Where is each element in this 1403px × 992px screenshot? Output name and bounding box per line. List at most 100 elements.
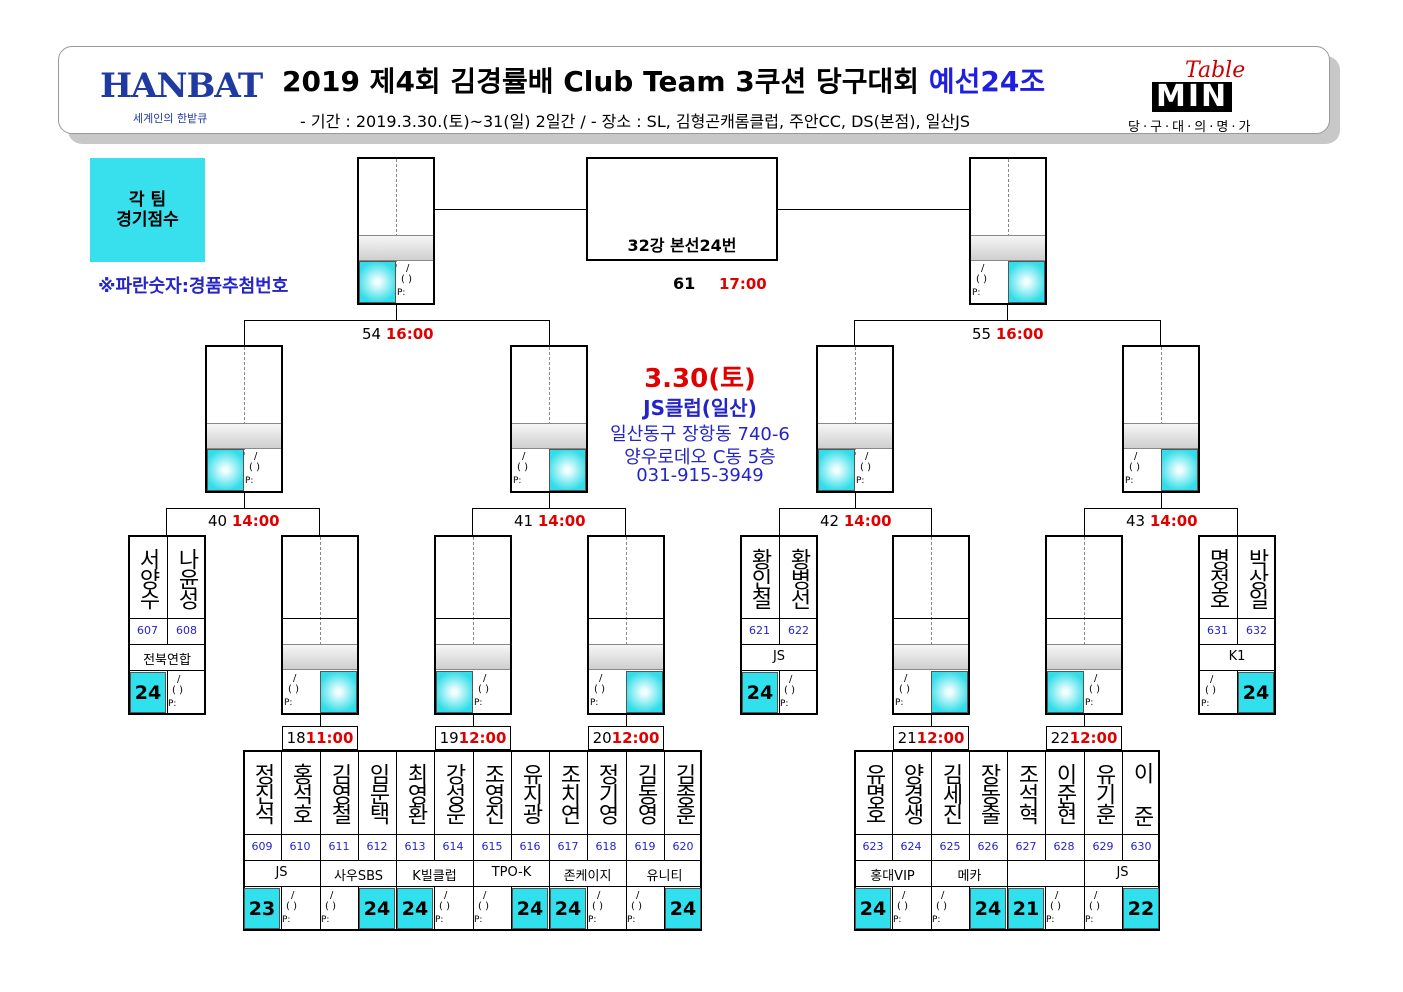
bracket-line <box>472 508 473 535</box>
bracket-line <box>435 209 586 210</box>
seeded-team-2-player-1: 황인철 <box>747 548 772 608</box>
quarter-game-num: 40 <box>208 512 228 530</box>
winner-slot-21-team-bar <box>894 644 968 670</box>
box-rule <box>1198 644 1276 645</box>
seeded-team-3-draw-1: 631 <box>1207 624 1228 637</box>
group-right-result-p: P: <box>1046 915 1055 925</box>
semi-game-55: 55 16:00 <box>972 325 1044 343</box>
hanbat-logo-sub: 세계인의 한밭큐 <box>133 112 208 125</box>
group-left-score: 24 <box>550 888 586 929</box>
quarter-4-result-p: P: <box>1125 476 1134 486</box>
legend-box: 각 팀 경기점수 <box>90 158 205 262</box>
group-left-player: 강성운 <box>441 763 466 823</box>
group-left-player: 김종훈 <box>671 763 696 823</box>
winner-slot-20-result-p: P: <box>590 698 599 708</box>
group-left-draw-number: 618 <box>595 840 617 853</box>
seeded-team-2-draw-1: 621 <box>749 624 770 637</box>
semi-game-54: 54 16:00 <box>362 325 434 343</box>
quarter-4-result-slash: / <box>1134 451 1138 462</box>
bracket-line <box>166 508 319 509</box>
group-left-player: 정진석 <box>250 763 275 823</box>
winner-slot-22-score-cell <box>1047 671 1084 713</box>
bracket-line <box>855 493 856 508</box>
quarter-4-team-bar <box>1124 423 1198 449</box>
group-left-result-slash: / <box>483 890 487 901</box>
table-rule <box>358 887 359 931</box>
quarter-1-result-slash: / <box>254 451 258 462</box>
group-left-draw-number: 609 <box>251 840 273 853</box>
quarter-2-team-bar <box>512 423 586 449</box>
table-rule <box>892 887 893 931</box>
seeded-team-1-result-slash: / <box>177 674 181 685</box>
group-left-team-name: 유니티 <box>646 869 683 884</box>
seeded-team-1-result-paren: ( ) <box>172 685 183 696</box>
group-left-player: 김영철 <box>327 763 352 823</box>
group-left-result-paren: ( ) <box>286 901 297 912</box>
winner-slot-22-divider <box>1084 537 1085 645</box>
group-left-result-slash: / <box>444 890 448 901</box>
seeded-team-3-player-1: 명정호 <box>1205 548 1230 608</box>
bracket-line <box>396 305 397 320</box>
table-rule <box>434 750 435 861</box>
seeded-team-2-draw-2: 622 <box>788 624 809 637</box>
group-left-player: 최영환 <box>403 763 428 823</box>
bracket-line <box>549 320 550 345</box>
table-rule <box>396 750 397 931</box>
winner-slot-20-result-slash: / <box>599 673 603 684</box>
quarter-2-score-cell <box>549 449 586 491</box>
table-rule <box>1122 750 1123 861</box>
group-left-draw-number: 619 <box>634 840 656 853</box>
quarter-1-result-p: P: <box>245 476 254 486</box>
winner-slot-20-team-bar <box>589 644 663 670</box>
group-right-score: 24 <box>970 888 1006 929</box>
box-rule <box>740 644 818 645</box>
table-rule <box>549 750 550 931</box>
table-rule <box>1122 887 1123 931</box>
table-rule <box>854 860 1160 861</box>
group-left-result-p: P: <box>588 915 597 925</box>
semi-left-result-slash: / <box>406 263 410 274</box>
group-right-player: 양경생 <box>899 763 924 823</box>
group-right-draw-number: 625 <box>939 840 961 853</box>
group-left-team-name: 존케이지 <box>563 869 612 884</box>
group-right-score: 21 <box>1008 888 1044 929</box>
group-left-draw-number: 616 <box>519 840 541 853</box>
group-right-draw-number: 623 <box>862 840 884 853</box>
group-left-draw-number: 617 <box>557 840 579 853</box>
quarter-game-num: 41 <box>514 512 534 530</box>
group-left-result-p: P: <box>627 915 636 925</box>
quarter-3-result-paren: ( ) <box>860 462 871 473</box>
box-rule <box>1198 618 1276 619</box>
legend-note: ※파란숫자:경품추첨번호 <box>98 276 289 297</box>
group-right-result-p: P: <box>1085 915 1094 925</box>
group-left-score: 23 <box>244 888 280 929</box>
quarter-3-result-slash: / <box>865 451 869 462</box>
table-rule <box>1045 887 1046 931</box>
group-left-player: 유지광 <box>518 763 543 823</box>
group-right-result-paren: ( ) <box>1089 901 1100 912</box>
first-round-game-time: 12:00 <box>611 729 660 747</box>
group-left-draw-number: 615 <box>481 840 503 853</box>
bracket-line <box>473 715 474 726</box>
bracket-line <box>626 715 627 726</box>
seeded-team-1-draw-1: 607 <box>137 624 158 637</box>
bracket-line <box>1084 508 1085 535</box>
group-right-draw-number: 628 <box>1053 840 1075 853</box>
quarter-game-number: 40 14:00 <box>208 512 280 530</box>
seeded-team-3-player-2: 박상일 <box>1244 548 1269 608</box>
group-left-result-p: P: <box>435 915 444 925</box>
group-left-result-p: P: <box>282 915 291 925</box>
group-left-result-slash: / <box>597 890 601 901</box>
group-left-draw-number: 614 <box>442 840 464 853</box>
quarter-2-result-p: P: <box>513 476 522 486</box>
winner-slot-21-divider <box>931 537 932 645</box>
group-left-score: 24 <box>359 888 395 929</box>
winner-slot-18-team-bar <box>283 644 357 670</box>
winner-slot-19-result-paren: ( ) <box>478 684 489 695</box>
first-round-game-time: 11:00 <box>305 729 354 747</box>
box-rule <box>281 618 359 619</box>
table-rule <box>434 887 435 931</box>
box-rule <box>128 618 206 619</box>
semi-left-result-p: P: <box>397 288 406 298</box>
group-left-player: 홍석호 <box>288 763 313 823</box>
